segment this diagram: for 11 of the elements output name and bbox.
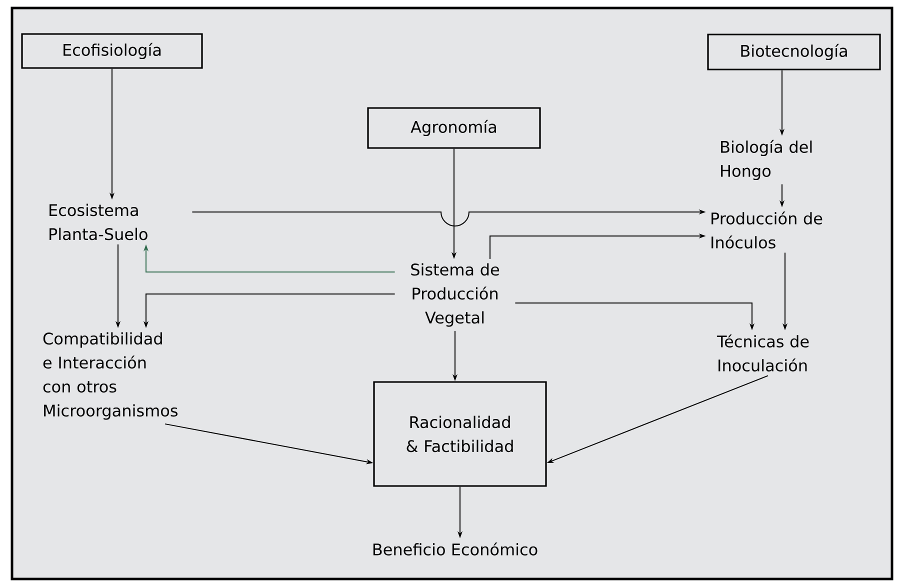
node-text: Sistema de Producción Vegetal	[411, 263, 500, 327]
process-box: Racionalidad & Factibilidad	[373, 381, 547, 487]
node-text: Beneficio Económico	[373, 542, 538, 556]
node-text: Compatibilidad e Interacción con otros Microorganismos	[43, 332, 178, 420]
node-text: Producción de Inóculos	[712, 211, 822, 248]
heading-box: Agronomía	[367, 107, 541, 149]
heading-box: Biotecnología	[707, 34, 881, 70]
node-text: Ecosistema Planta-Suelo	[50, 204, 148, 240]
heading-box: Ecofisiología	[21, 33, 203, 69]
node-text: Técnicas de Inoculación	[716, 334, 809, 372]
node-text: Biología del Hongo	[721, 140, 812, 180]
